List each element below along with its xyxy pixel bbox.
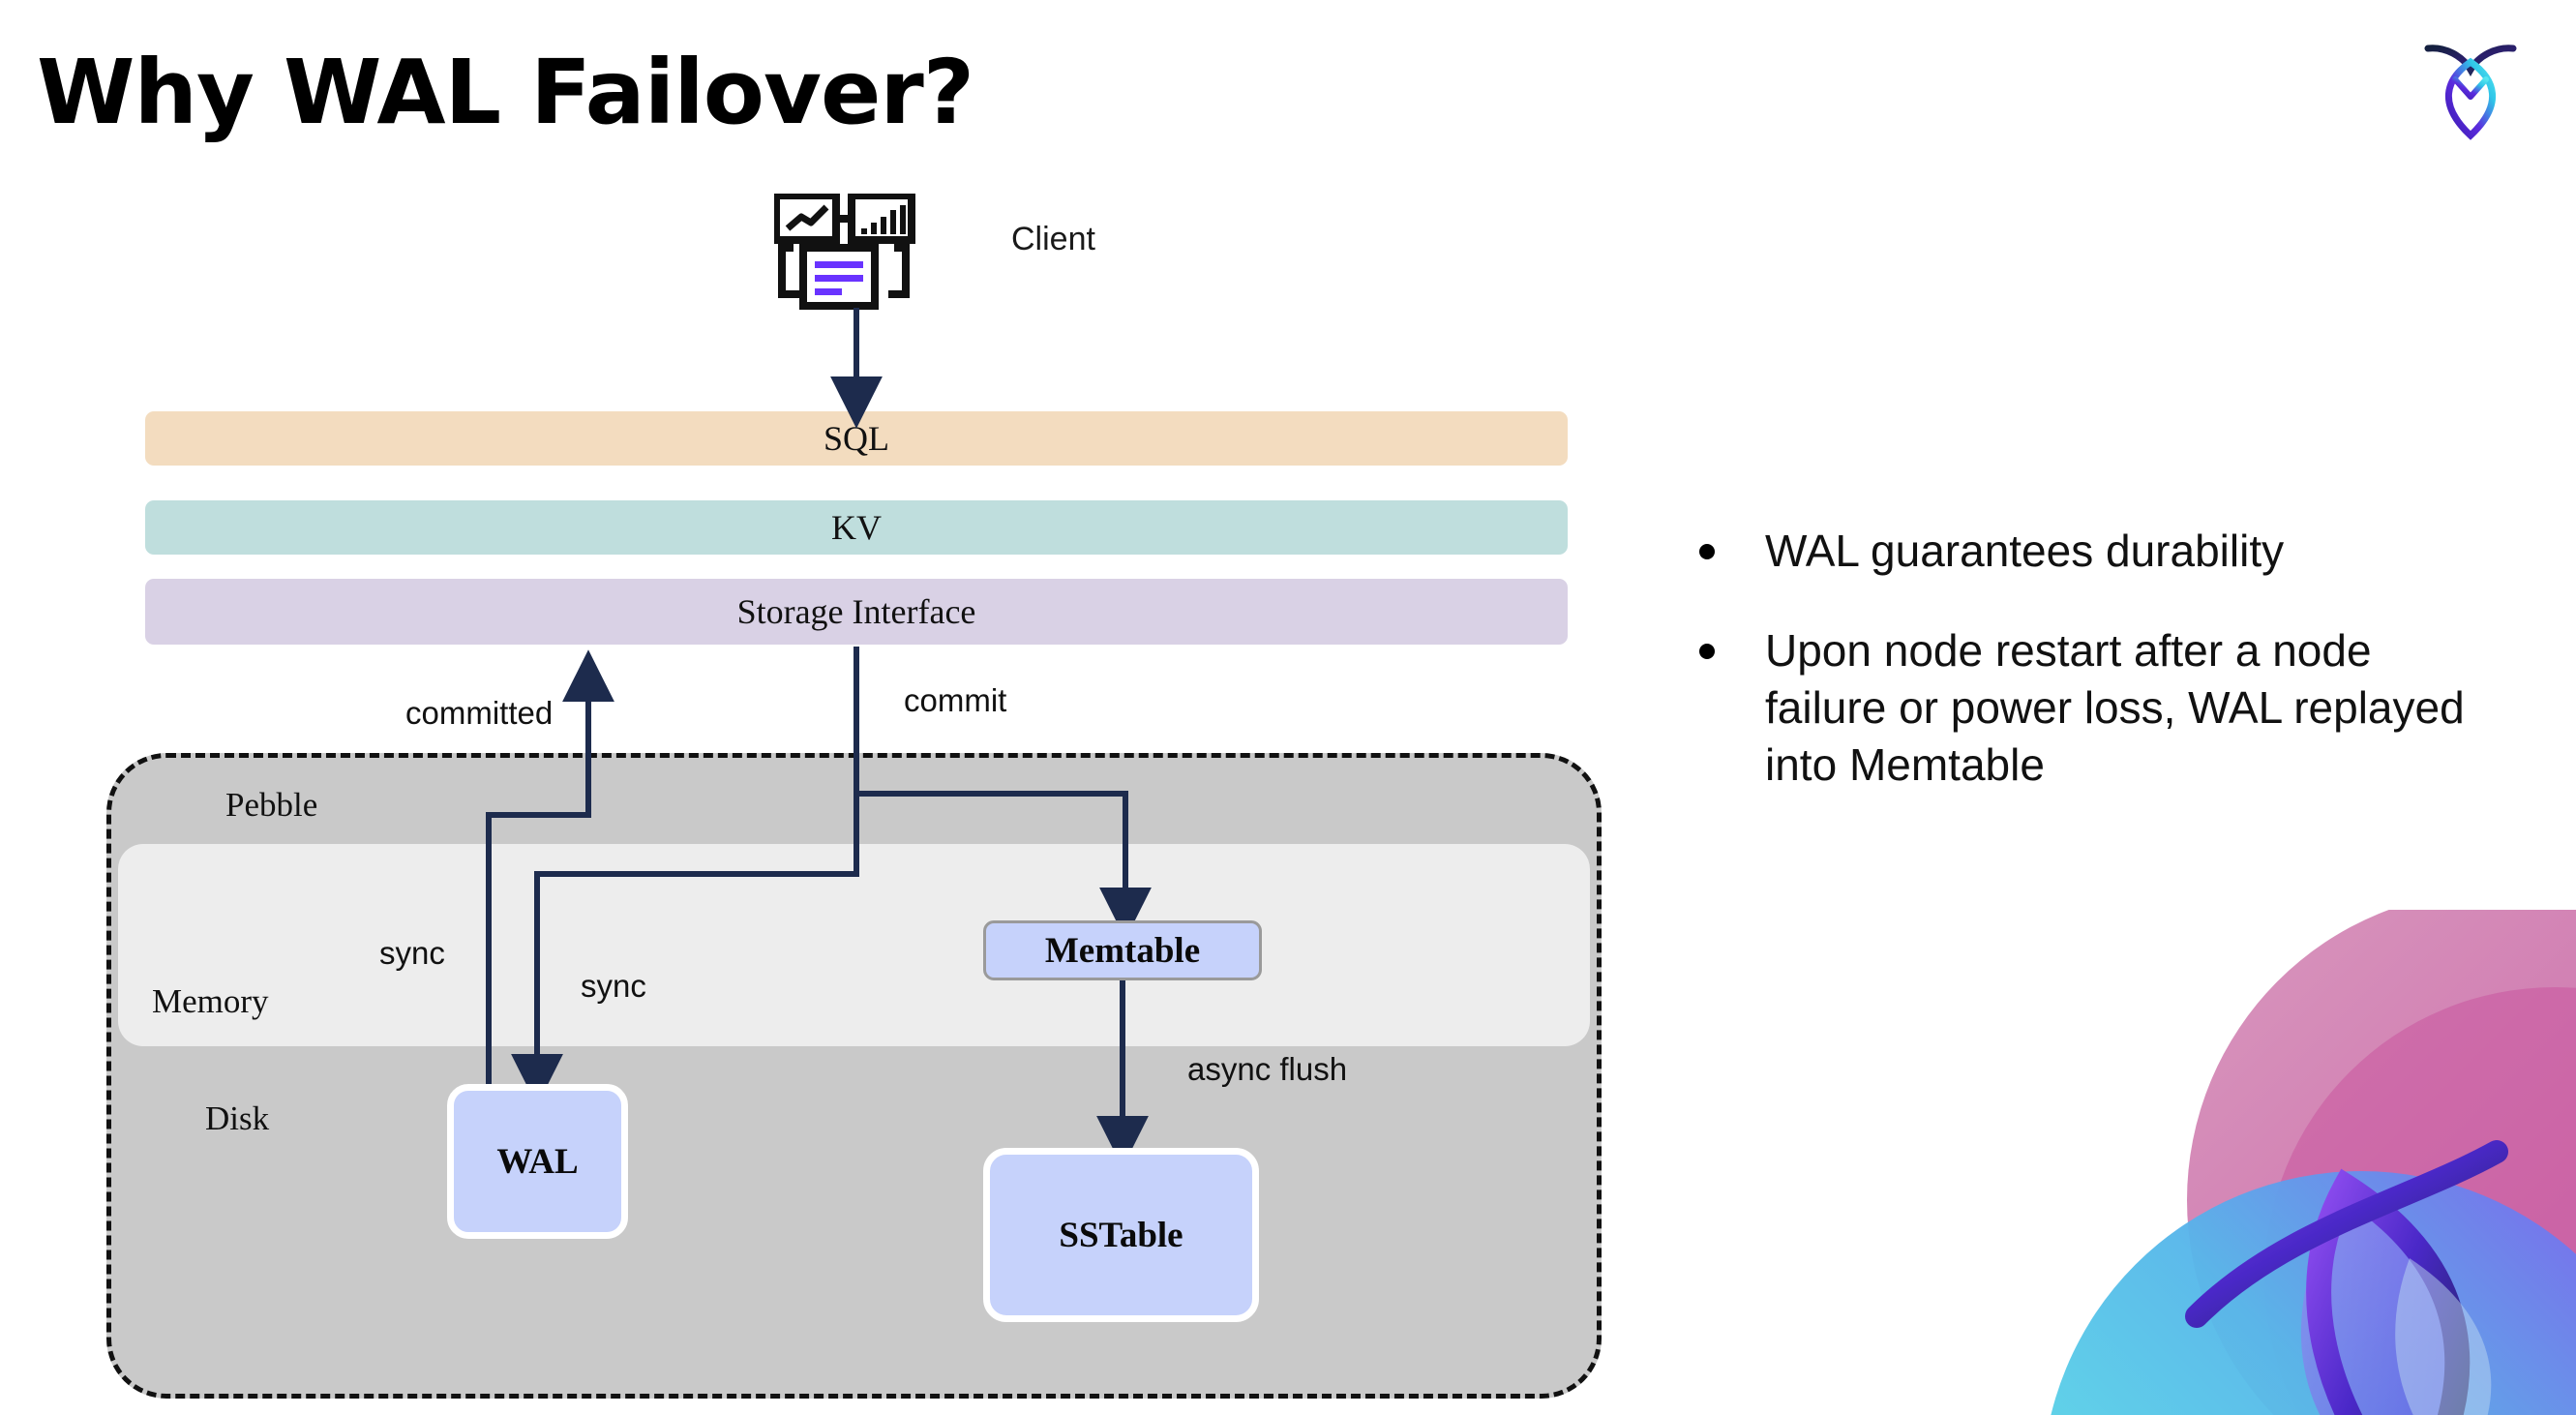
bullet-text: Upon node restart after a node failure o… [1765, 624, 2465, 790]
layer-bar-sql: SQL [145, 411, 1568, 466]
node-label-wal: WAL [496, 1141, 579, 1182]
layer-bar-storage-interface: Storage Interface [145, 579, 1568, 645]
bullet-dot-icon [1699, 544, 1715, 559]
decorative-logo-graphic [1955, 910, 2576, 1415]
flow-label-committed: committed [405, 695, 554, 731]
disk-label: Disk [205, 1099, 270, 1137]
flow-label-sync-left: sync [379, 935, 445, 971]
node-memtable: Memtable [983, 920, 1262, 980]
layer-label-sql: SQL [823, 419, 889, 458]
node-label-sstable: SSTable [1059, 1215, 1183, 1255]
node-wal: WAL [447, 1084, 628, 1239]
layer-label-storage-interface: Storage Interface [736, 592, 976, 631]
layer-bar-kv: KV [145, 500, 1568, 555]
memory-label: Memory [152, 982, 269, 1020]
client-dashboard-icon [772, 192, 929, 310]
bullet-text: WAL guarantees durability [1765, 526, 2285, 576]
flow-label-commit: commit [904, 682, 1007, 718]
pebble-label: Pebble [225, 786, 318, 824]
page-title: Why WAL Failover? [37, 41, 974, 144]
list-item: WAL guarantees durability [1699, 523, 2502, 580]
cockroachdb-logo-icon [2412, 27, 2529, 143]
layer-label-kv: KV [831, 508, 882, 547]
flow-label-async-flush: async flush [1187, 1051, 1348, 1087]
bullet-list: WAL guarantees durability Upon node rest… [1699, 523, 2502, 836]
client-label: Client [1011, 221, 1095, 257]
list-item: Upon node restart after a node failure o… [1699, 622, 2502, 794]
node-sstable: SSTable [983, 1148, 1259, 1322]
node-label-memtable: Memtable [1044, 930, 1201, 971]
flow-label-sync-right: sync [581, 968, 646, 1004]
bullet-dot-icon [1699, 643, 1715, 659]
memory-region [118, 844, 1590, 1046]
